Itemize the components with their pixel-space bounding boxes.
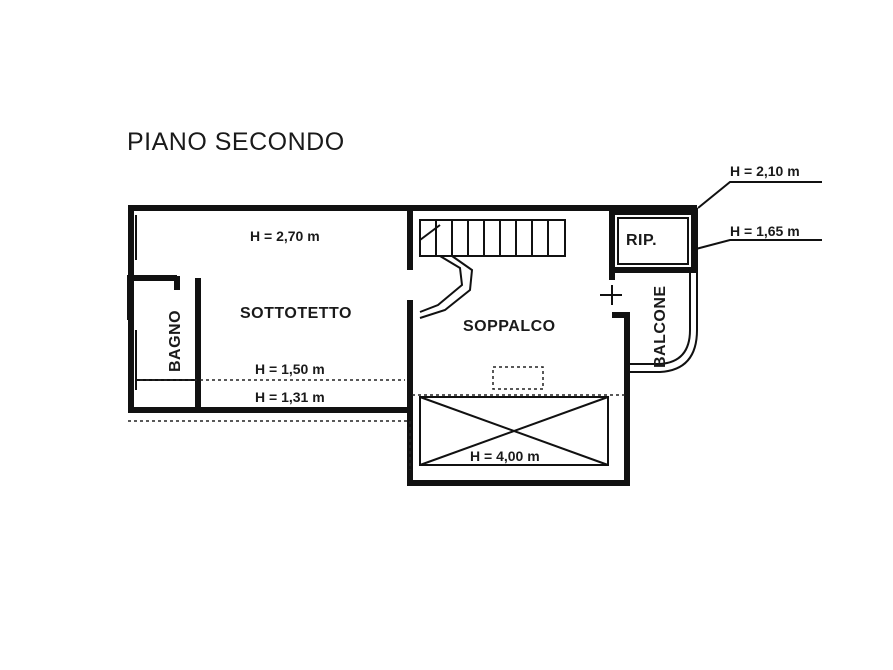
leader-165 — [691, 239, 822, 251]
bagno-label: BAGNO — [167, 310, 184, 372]
rip-top-height-label: H = 2,10 m — [730, 163, 800, 179]
leader-210 — [697, 181, 822, 209]
soppalco-height-label: H = 4,00 m — [470, 448, 540, 464]
height-label-131: H = 1,31 m — [255, 389, 325, 405]
rip-side-height-label: H = 1,65 m — [730, 223, 800, 239]
balcone: BALCONE — [630, 208, 698, 373]
staircase — [419, 219, 566, 319]
double-height-void — [419, 396, 609, 466]
sottotetto-label: SOTTOTETTO — [240, 305, 352, 322]
height-label-150: H = 1,50 m — [255, 361, 325, 377]
skylight-outline — [492, 366, 544, 390]
balcone-label: BALCONE — [652, 285, 669, 368]
plan-title: PIANO SECONDO — [127, 128, 345, 156]
lower-dotted-outline — [128, 420, 411, 470]
soppalco-label: SOPPALCO — [463, 318, 556, 335]
rip-closet — [617, 217, 689, 265]
rip-label: RIP. — [626, 232, 657, 249]
outer-walls — [128, 205, 697, 486]
bagno-room: BAGNO — [130, 275, 201, 410]
sottotetto-height-label: H = 2,70 m — [250, 228, 320, 244]
